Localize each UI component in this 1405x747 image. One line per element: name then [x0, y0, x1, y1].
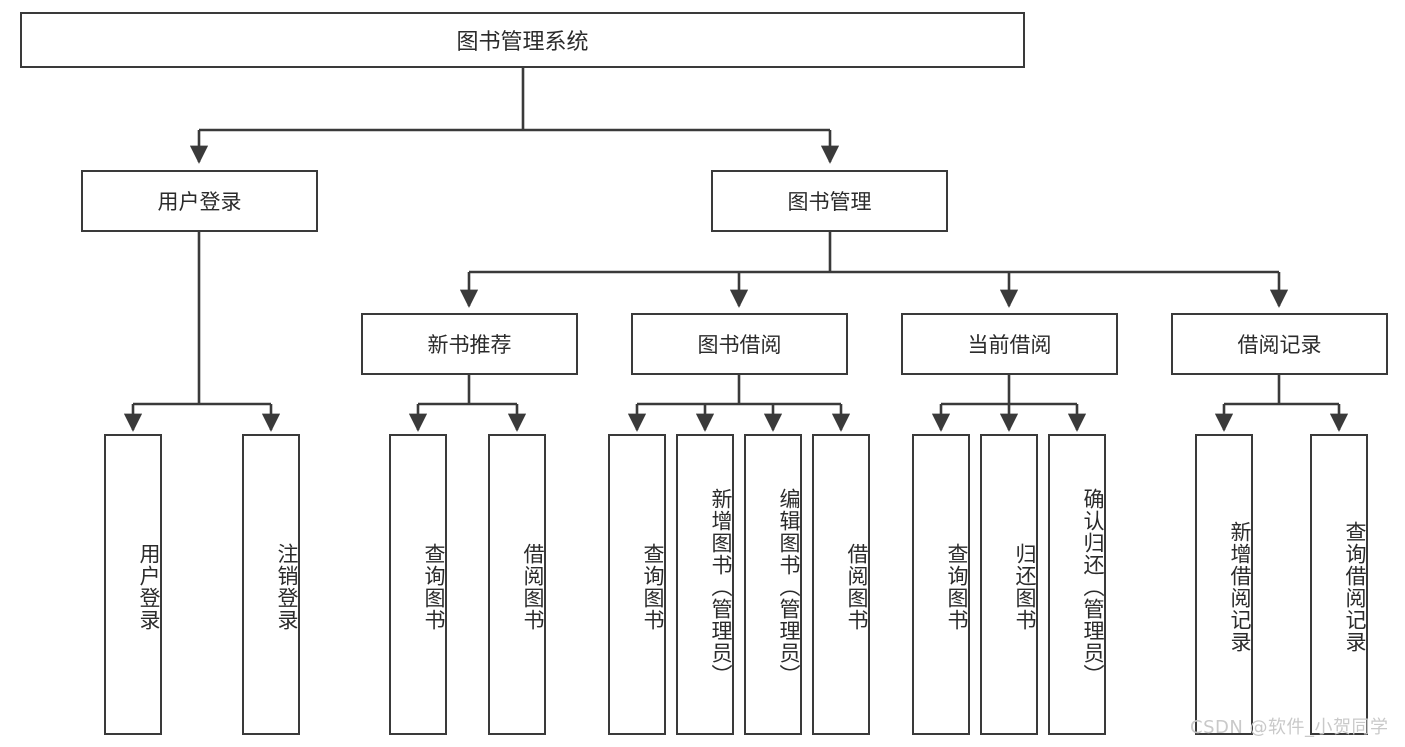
node-current-borrow[interactable]: 当前借阅 [901, 313, 1118, 375]
node-new-book-recommend[interactable]: 新书推荐 [361, 313, 578, 375]
node-label: 查询图书 [945, 542, 969, 631]
node-label: 查询借阅记录 [1343, 520, 1367, 653]
node-label: 图书借阅 [697, 333, 782, 357]
leaf-confirm-return-admin[interactable]: 确认归还（管理员） [1048, 434, 1106, 735]
node-label: 用户登录 [137, 542, 161, 631]
leaf-borrow-book-recommend[interactable]: 借阅图书 [488, 434, 546, 735]
node-label: 图书管理 [787, 190, 872, 214]
leaf-logout-login[interactable]: 注销登录 [242, 434, 300, 735]
node-label: 当前借阅 [967, 333, 1052, 357]
node-label: 确认归还（管理员） [1081, 487, 1105, 686]
node-label: 借阅图书 [521, 542, 545, 631]
node-label: 用户登录 [157, 190, 242, 214]
node-user-login[interactable]: 用户登录 [81, 170, 318, 232]
node-book-management[interactable]: 图书管理 [711, 170, 948, 232]
node-book-borrow[interactable]: 图书借阅 [631, 313, 848, 375]
node-label: 查询图书 [422, 542, 446, 631]
leaf-query-book-recommend[interactable]: 查询图书 [389, 434, 447, 735]
node-label: 编辑图书（管理员） [777, 487, 801, 686]
node-label: 注销登录 [275, 542, 299, 631]
node-label: 借阅图书 [845, 542, 869, 631]
node-root-book-management-system[interactable]: 图书管理系统 [20, 12, 1025, 68]
node-label: 查询图书 [641, 542, 665, 631]
node-label: 归还图书 [1013, 542, 1037, 631]
csdn-watermark: CSDN @软件_小贺同学 [1190, 717, 1389, 738]
node-label: 借阅记录 [1237, 333, 1322, 357]
node-label: 新增借阅记录 [1228, 520, 1252, 653]
leaf-add-borrow-record[interactable]: 新增借阅记录 [1195, 434, 1253, 735]
leaf-query-borrow-record[interactable]: 查询借阅记录 [1310, 434, 1368, 735]
node-label: 图书管理系统 [456, 30, 589, 55]
node-borrow-record[interactable]: 借阅记录 [1171, 313, 1388, 375]
node-label: 新书推荐 [427, 333, 512, 357]
node-label: 新增图书（管理员） [709, 487, 733, 686]
leaf-user-login[interactable]: 用户登录 [104, 434, 162, 735]
leaf-edit-book-admin[interactable]: 编辑图书（管理员） [744, 434, 802, 735]
leaf-query-book-borrow[interactable]: 查询图书 [608, 434, 666, 735]
leaf-add-book-admin[interactable]: 新增图书（管理员） [676, 434, 734, 735]
leaf-return-book[interactable]: 归还图书 [980, 434, 1038, 735]
leaf-borrow-book[interactable]: 借阅图书 [812, 434, 870, 735]
leaf-query-book-current[interactable]: 查询图书 [912, 434, 970, 735]
